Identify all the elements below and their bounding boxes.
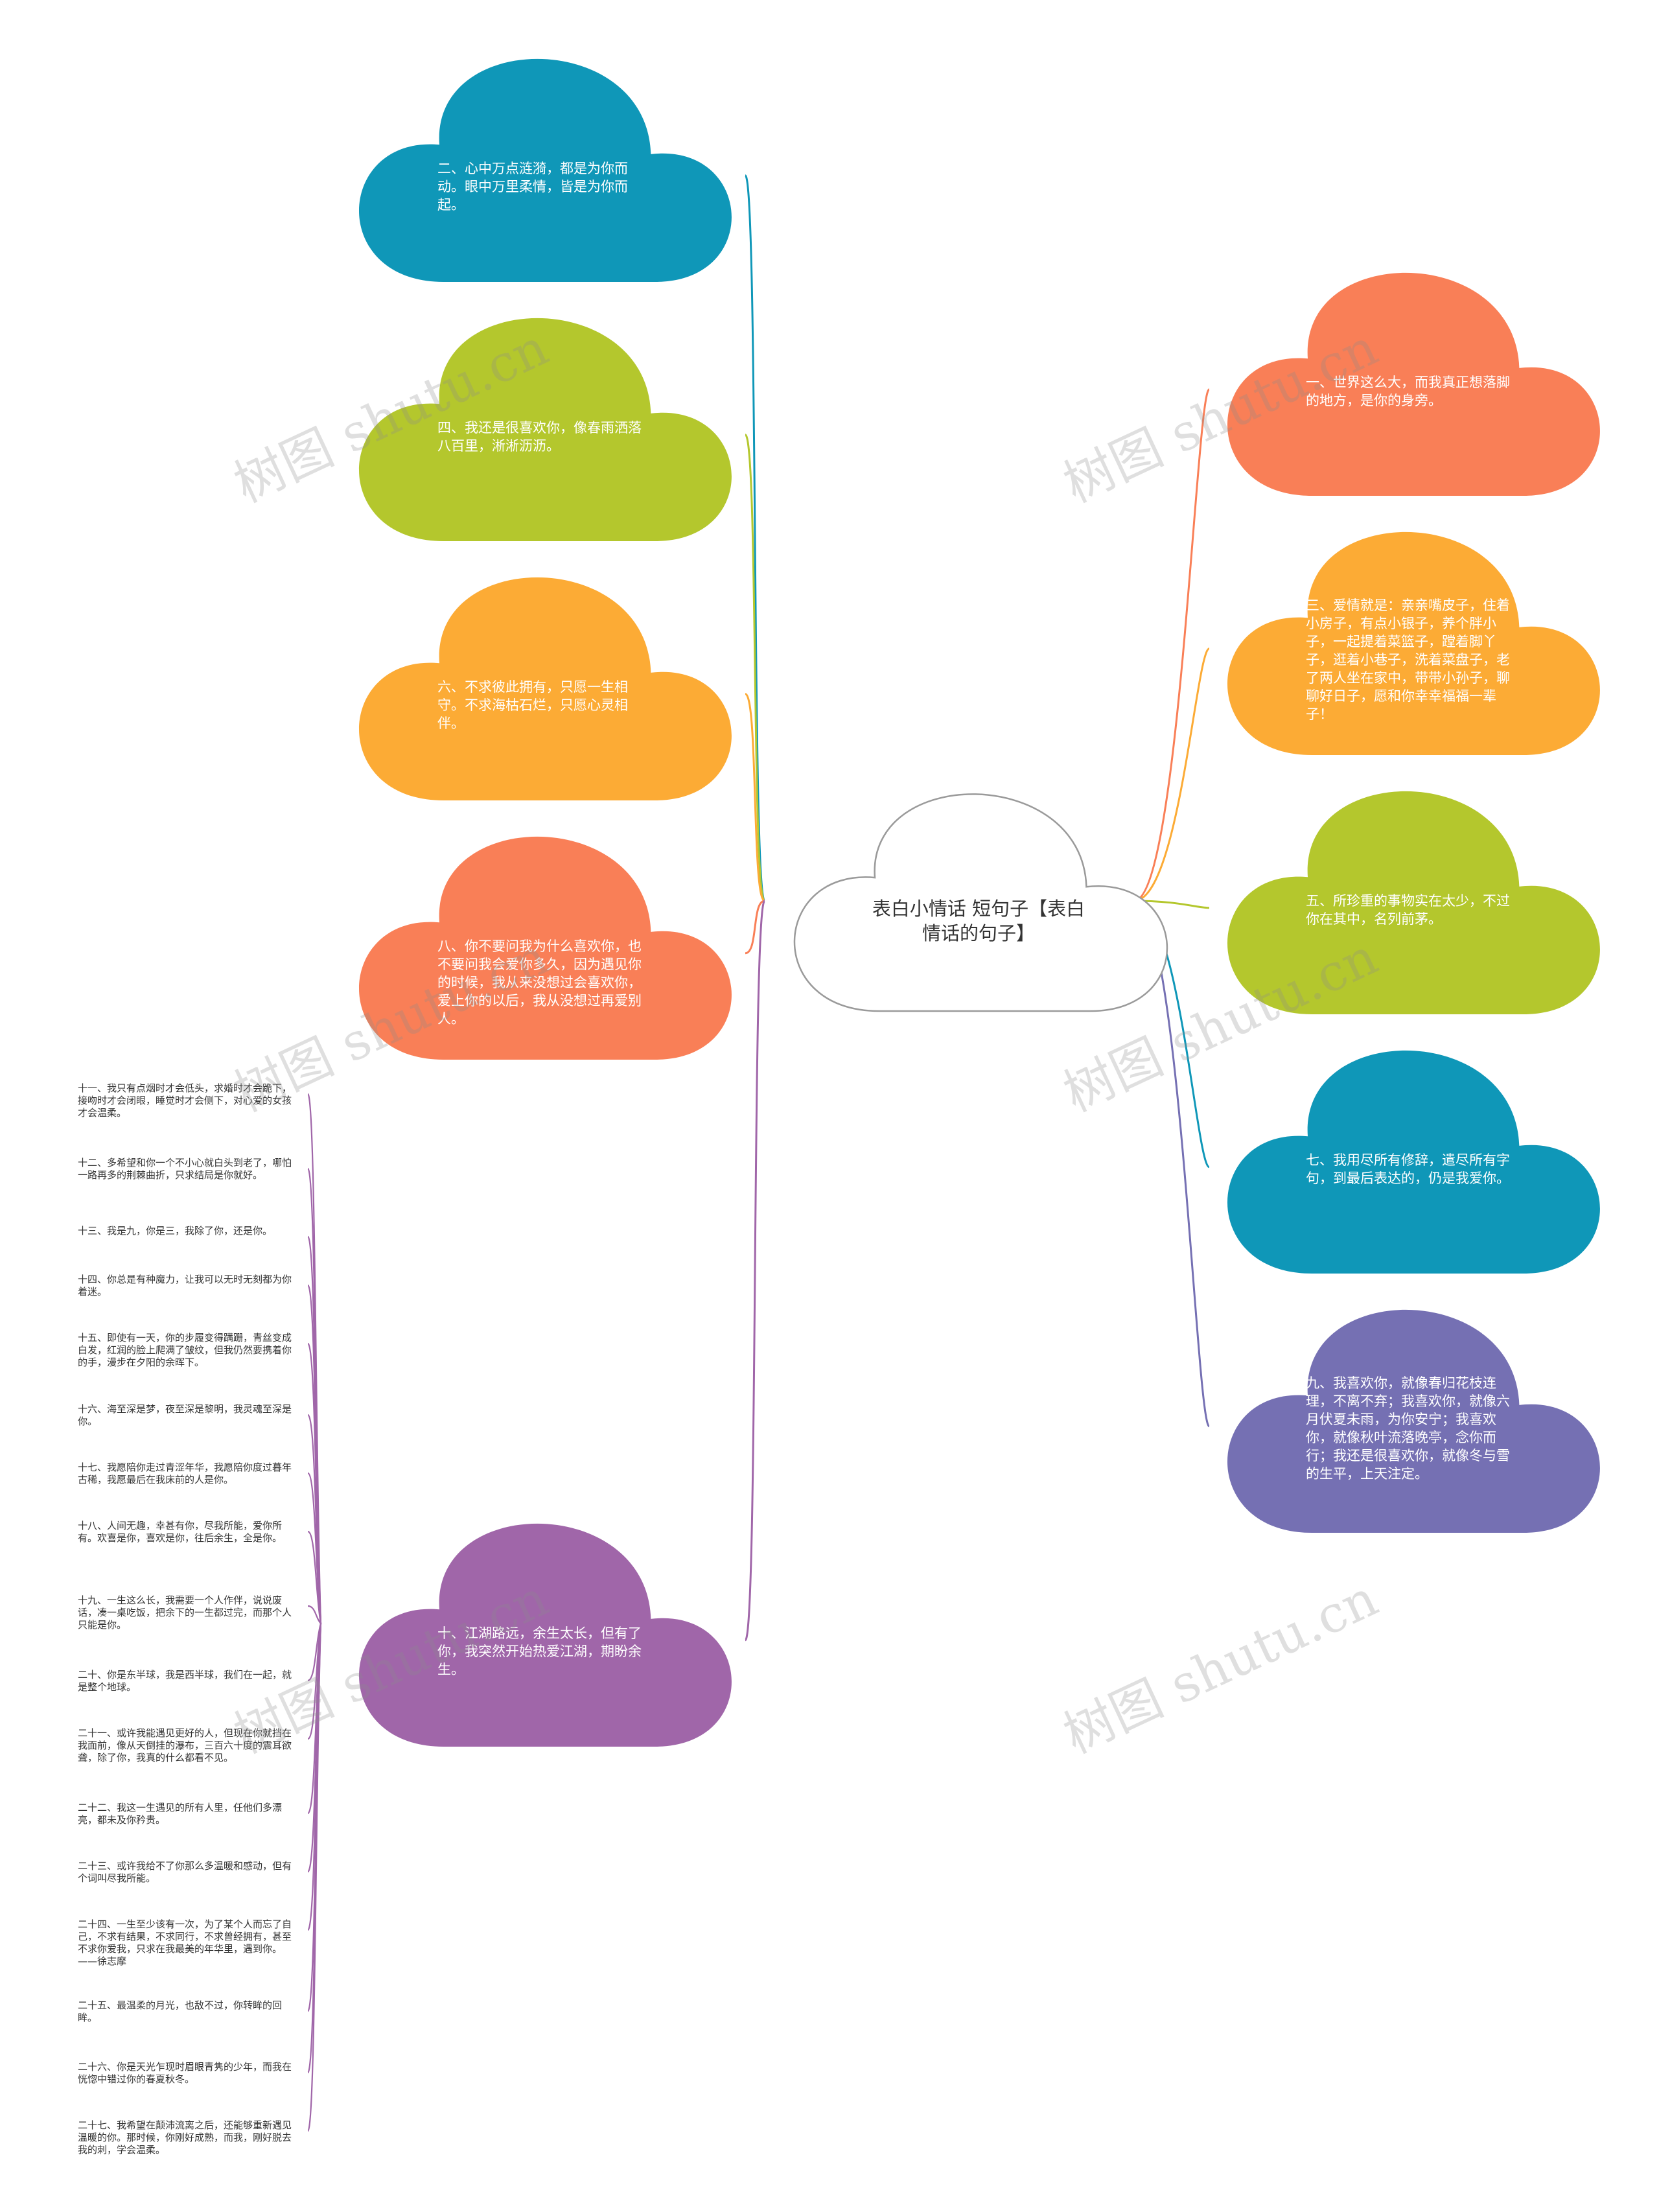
leaf-node-18: 十八、人间无趣，幸甚有你，尽我所能，爱你所有。欢喜是你，喜欢是你，往后余生，全是… bbox=[78, 1520, 283, 1544]
cloud-right-4 bbox=[1227, 1050, 1600, 1274]
cloud-left-4 bbox=[358, 836, 732, 1060]
center-topic: 表白小情话 短句子【表白情话的句子】 bbox=[872, 898, 1085, 944]
leaf-node-21: 二十一、或许我能遇见更好的人，但现在你就挡在我面前，像从天倒挂的瀑布，三百六十度… bbox=[78, 1727, 292, 1764]
connector-lines bbox=[307, 174, 1211, 2132]
cloud-right-1 bbox=[1227, 272, 1600, 496]
cloud-left-3 bbox=[358, 577, 732, 800]
leaf-node-26: 二十六、你是天光乍现时眉眼青隽的少年，而我在恍惚中错过你的春夏秋冬。 bbox=[78, 2061, 292, 2085]
node-right-4: 七、我用尽所有修辞，遣尽所有字句，到最后表达的，仍是我爱你。 bbox=[1306, 1152, 1510, 1187]
leaf-node-27: 二十七、我希望在颠沛流离之后，还能够重新遇见温暖的你。那时候，你刚好成熟，而我，… bbox=[78, 2119, 292, 2156]
edge-leaf-17 bbox=[307, 1472, 322, 1624]
leaf-node-11: 十一、我只有点烟时才会低头，求婚时才会跪下，接吻时才会闭眼，睡觉时才会侧下，对心… bbox=[78, 1082, 292, 1119]
leaf-node-24: 二十四、一生至少该有一次，为了某个人而忘了自己，不求有结果，不求同行，不求曾经拥… bbox=[78, 1918, 292, 1967]
node-left-1: 二、心中万点涟漪，都是为你而动。眼中万里柔情，皆是为你而起。 bbox=[437, 161, 628, 213]
leaf-node-20: 二十、你是东半球，我是西半球，我们在一起，就是整个地球。 bbox=[78, 1669, 292, 1693]
edge-left-5 bbox=[744, 900, 766, 1642]
leaf-node-16: 十六、海至深是梦，夜至深是黎明，我灵魂至深是你。 bbox=[78, 1403, 292, 1427]
edge-leaf-27 bbox=[307, 1623, 322, 2132]
edge-leaf-18 bbox=[307, 1530, 322, 1624]
node-right-1: 一、世界这么大，而我真正想落脚的地方，是你的身旁。 bbox=[1306, 375, 1510, 409]
cloud-left-5 bbox=[358, 1523, 732, 1747]
edge-left-3 bbox=[744, 693, 766, 902]
leaf-node-14: 十四、你总是有种魔力，让我可以无时无刻都为你着迷。 bbox=[78, 1274, 292, 1298]
leaf-node-17: 十七、我愿陪你走过青涩年华，我愿陪你度过暮年古稀，我愿最后在我床前的人是你。 bbox=[78, 1461, 292, 1485]
node-right-5: 九、我喜欢你，就像春归花枝连理，不离不弃；我喜欢你，就像六月伏夏未雨，为你安宁；… bbox=[1306, 1375, 1510, 1482]
node-left-5: 十、江湖路远，余生太长，但有了你，我突然开始热爱江湖，期盼余生。 bbox=[437, 1625, 642, 1678]
leaf-node-22: 二十二、我这一生遇见的所有人里，任他们多漂亮，都未及你矜贵。 bbox=[78, 1802, 283, 1826]
edge-leaf-19 bbox=[307, 1605, 321, 1624]
leaf-node-12: 十二、多希望和你一个不小心就白头到老了，哪怕一路再多的荆棘曲折，只求结局是你就好… bbox=[78, 1157, 292, 1181]
leaf-node-25: 二十五、最温柔的月光，也敌不过，你转眸的回眸。 bbox=[78, 1999, 283, 2023]
leaf-node-19: 十九、一生这么长，我需要一个人作伴，说说废话，凑一桌吃饭，把余下的一生都过完，而… bbox=[78, 1594, 292, 1631]
leaf-node-23: 二十三、或许我给不了你那么多温暖和感动，但有个词叫尽我所能。 bbox=[78, 1860, 292, 1884]
cloud-left-1 bbox=[358, 58, 732, 282]
edge-right-2 bbox=[1133, 647, 1211, 902]
cloud-right-2 bbox=[1227, 531, 1600, 755]
edge-left-4 bbox=[745, 900, 765, 955]
node-left-4: 八、你不要问我为什么喜欢你，也不要问我会爱你多久，因为遇见你的时候，我从来没想过… bbox=[437, 938, 642, 1027]
cloud-right-5 bbox=[1227, 1309, 1600, 1533]
edge-right-1 bbox=[1133, 388, 1211, 902]
node-left-2: 四、我还是很喜欢你，像春雨洒落八百里，淅淅沥沥。 bbox=[437, 420, 642, 454]
edge-left-2 bbox=[744, 434, 766, 902]
cloud-right-3 bbox=[1227, 791, 1600, 1014]
center-cloud bbox=[793, 793, 1168, 1012]
node-left-3: 六、不求彼此拥有，只愿一生相守。不求海枯石烂，只愿心灵相伴。 bbox=[437, 679, 628, 732]
leaf-node-13: 十三、我是九，你是三，我除了你，还是你。 bbox=[78, 1225, 273, 1237]
cloud-left-2 bbox=[358, 318, 732, 541]
cloud-nodes bbox=[358, 58, 1600, 1747]
node-right-3: 五、所珍重的事物实在太少，不过你在其中，名列前茅。 bbox=[1306, 893, 1510, 927]
leaf-node-15: 十五、即使有一天，你的步履变得蹒跚，青丝变成白发，红润的脸上爬满了皱纹，但我仍然… bbox=[78, 1332, 292, 1368]
edge-right-3 bbox=[1133, 900, 1210, 909]
node-right-2: 三、爱情就是：亲亲嘴皮子，住着小房子，有点小银子，养个胖小子，一起提着菜篮子，蹚… bbox=[1306, 598, 1510, 723]
